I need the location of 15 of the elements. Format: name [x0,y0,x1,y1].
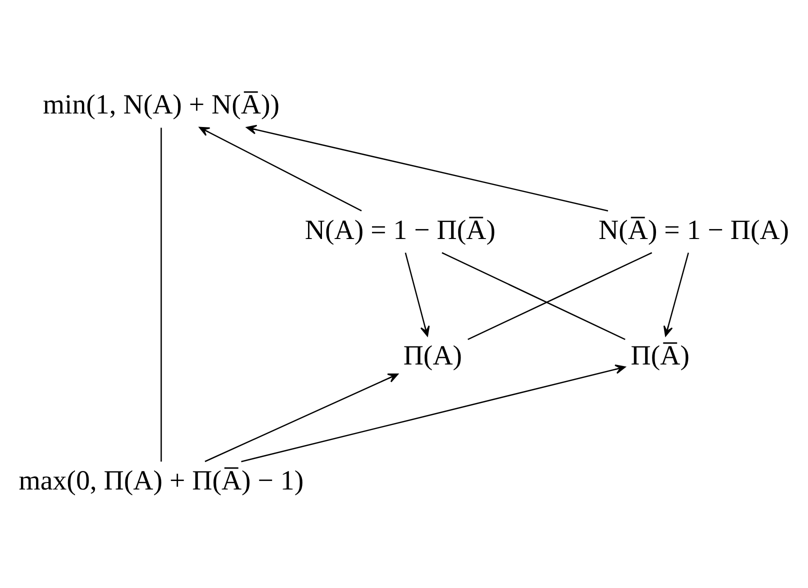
arrow [204,373,398,462]
connector [160,127,162,462]
arrow [404,252,430,336]
node-text: N(A) = 1 − Π(A̅) [304,214,496,246]
node-text: N(A̅) = 1 − Π(A) [598,214,790,246]
node-text: max(0, Π(A) + Π(A̅) − 1) [18,465,304,496]
connector [468,252,652,340]
arrow [241,364,626,462]
arrow [663,252,689,336]
node-text: Π(A̅) [630,340,690,371]
arrow [198,126,362,211]
node-text: Π(A) [403,340,462,371]
node-text: min(1, N(A) + N(A̅)) [42,89,280,120]
connector [442,252,626,340]
arrow [246,124,608,211]
